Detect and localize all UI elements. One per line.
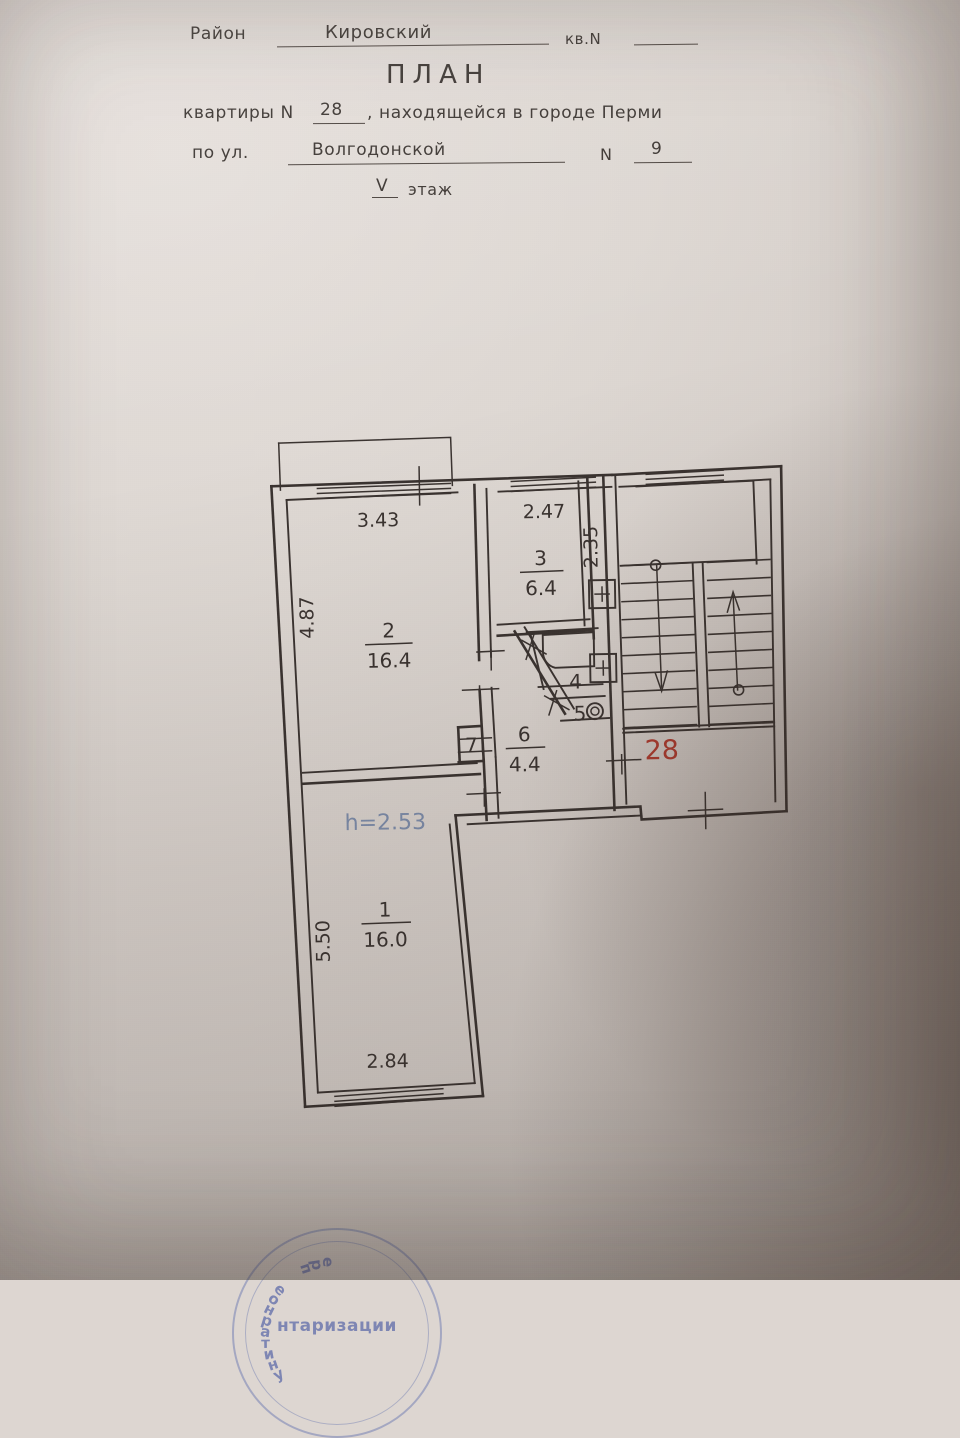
- toilet-bowl-icon: [585, 702, 604, 721]
- svg-text:1: 1: [378, 897, 391, 921]
- floor-plan-drawing: .w { fill:none; stroke:#3a3330; stroke-w…: [269, 436, 788, 1109]
- svg-text:6: 6: [518, 722, 531, 746]
- dimension-5-50: 5.50: [312, 920, 335, 963]
- room-label-1: 1 16.0: [361, 897, 412, 952]
- stamp-mid-text: нтаризации: [277, 1316, 397, 1336]
- svg-text:16.0: 16.0: [363, 927, 408, 952]
- stair-arrow-up: [726, 589, 745, 696]
- dimension-2-84: 2.84: [366, 1050, 409, 1073]
- room-label-6: 6 4.4: [505, 722, 546, 777]
- stair-flight-left: [620, 561, 698, 729]
- svg-text:16.4: 16.4: [367, 648, 412, 673]
- room-label-2: 2 16.4: [365, 618, 413, 673]
- window-kitchen: [510, 476, 597, 493]
- svg-text:3: 3: [534, 546, 547, 570]
- bathtub-icon: [541, 631, 596, 669]
- room-label-7: 7: [465, 733, 478, 757]
- room-label-3: 3 6.4: [519, 546, 564, 600]
- room-label-4: 4: [569, 669, 582, 693]
- apartment-number-landing: 28: [644, 735, 679, 767]
- dimension-2-35: 2.35: [580, 526, 603, 569]
- door-openings: [418, 466, 724, 830]
- staircase: [618, 479, 776, 730]
- dimension-3-43: 3.43: [357, 509, 400, 532]
- internal-walls: [301, 474, 628, 822]
- dimension-2-47: 2.47: [523, 501, 566, 524]
- svg-text:2: 2: [382, 618, 395, 642]
- ceiling-height-note: h=2.53: [344, 810, 426, 836]
- dimension-4-87: 4.87: [296, 596, 319, 639]
- svg-text:6.4: 6.4: [525, 576, 557, 600]
- stair-flight-right: [706, 558, 775, 726]
- window-room-2: [316, 482, 452, 500]
- svg-text:4.4: 4.4: [509, 752, 541, 776]
- room-label-5: 5: [573, 701, 586, 725]
